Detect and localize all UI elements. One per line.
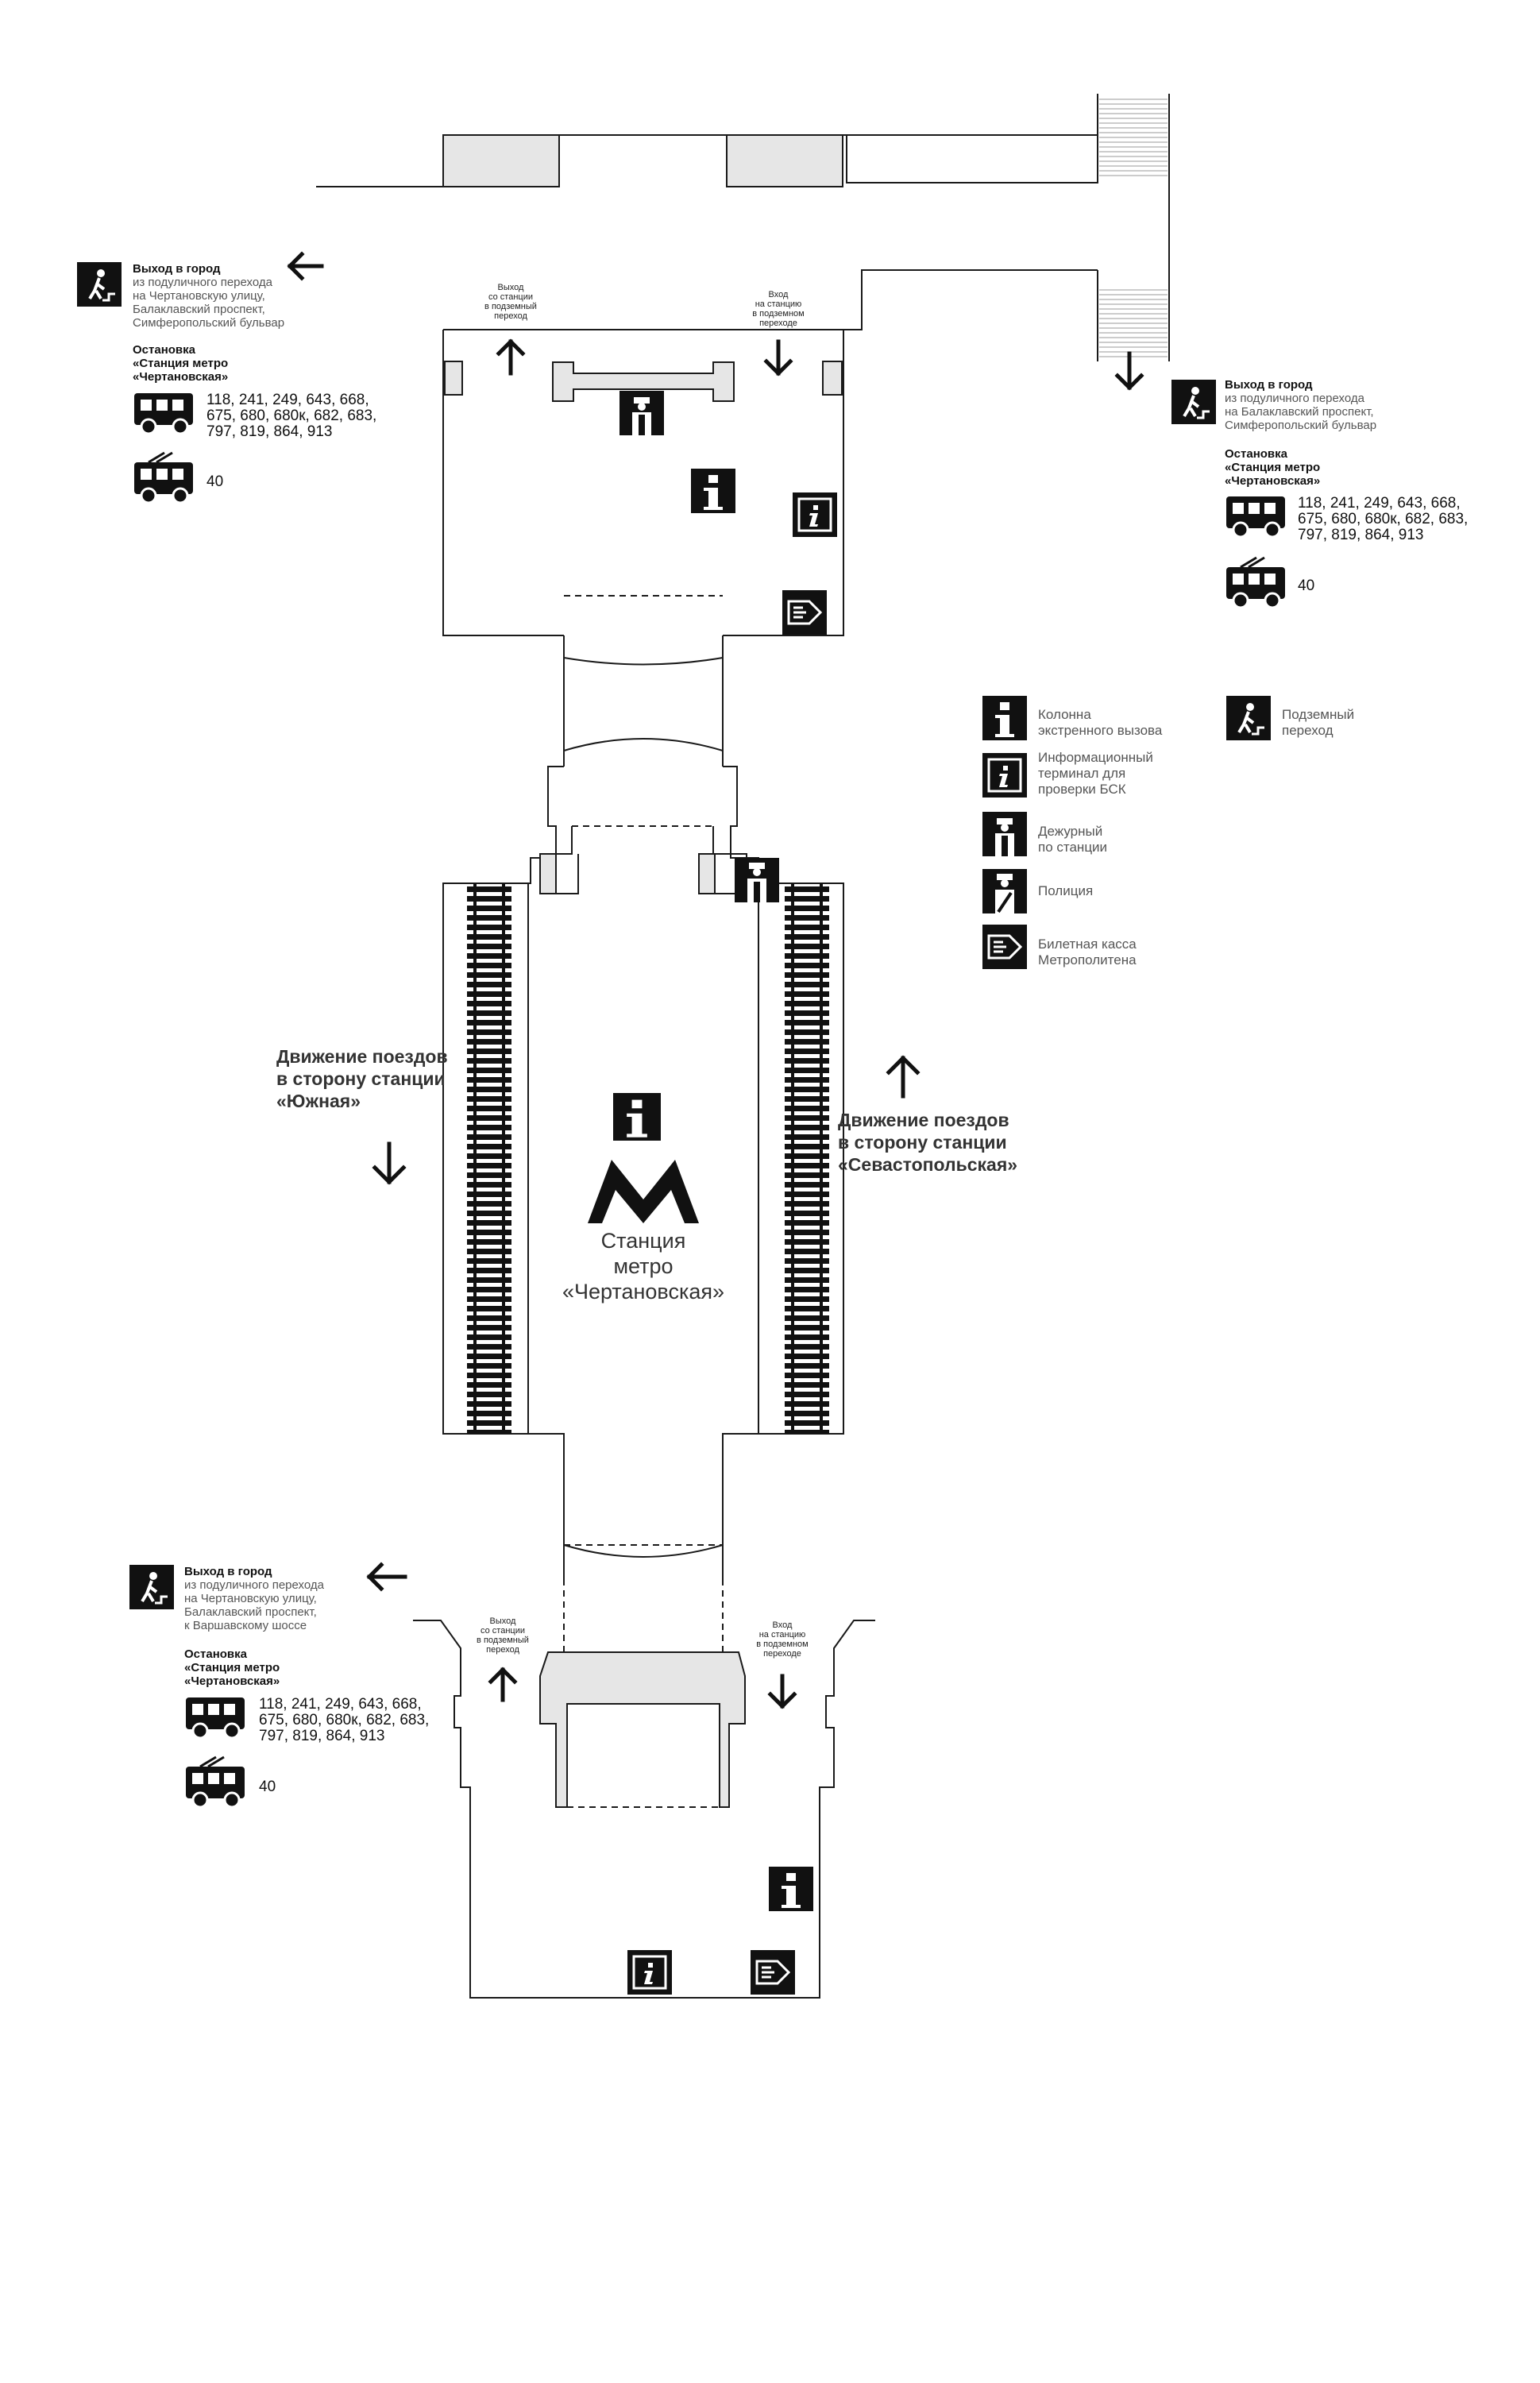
emergency-call-column-icon [982, 696, 1027, 740]
arrow-left-bottom [366, 1562, 407, 1592]
station-attendant-icon [982, 812, 1027, 856]
info-terminal-icon [793, 492, 837, 537]
bus-routes: 797, 819, 864, 913 [206, 423, 333, 440]
police-icon [982, 869, 1027, 913]
stop-title: «Станция метро [133, 357, 229, 370]
arrow-left-top [287, 251, 324, 281]
trolleybus-routes: 40 [259, 1779, 276, 1795]
stop-title: «Чертановская» [1225, 474, 1321, 488]
arrow-down-right-exit [1114, 351, 1144, 391]
bus-routes: 118, 241, 249, 643, 668, [259, 1696, 422, 1713]
trolleybus-routes: 40 [1298, 577, 1315, 594]
legend-label: Полиция [1038, 883, 1094, 898]
station-attendant-icon [619, 391, 664, 435]
bus-routes: 675, 680, 680к, 682, 683, [206, 407, 377, 424]
arrow-up-bottom-exit [488, 1667, 518, 1702]
emergency-call-column-icon [769, 1867, 813, 1911]
trolleybus-routes: 40 [206, 473, 224, 490]
bus-routes: 675, 680, 680к, 682, 683, [259, 1712, 430, 1728]
stop-title: «Станция метро [184, 1661, 280, 1674]
exit-desc: на Чертановскую улицу, [133, 289, 265, 303]
exit-desc: из подуличного перехода [133, 276, 272, 289]
info-terminal-icon [982, 753, 1027, 798]
track-left [467, 883, 511, 1434]
bus-routes: 797, 819, 864, 913 [259, 1728, 385, 1744]
bus-icon [186, 1697, 245, 1740]
exit-desc: из подуличного перехода [1225, 392, 1364, 405]
exit-desc: Симферопольский бульвар [133, 316, 285, 330]
arrow-up-platform-right [886, 1055, 921, 1099]
exit-desc: к Варшавскому шоссе [184, 1619, 307, 1632]
exit-desc: Балаклавский проспект, [133, 303, 265, 316]
stop-title: Остановка [184, 1647, 247, 1661]
underpass-icon [1171, 380, 1216, 424]
stop-title: «Чертановская» [184, 1674, 280, 1688]
exit-desc: на Чертановскую улицу, [184, 1592, 317, 1605]
trolleybus-icon [134, 451, 193, 504]
bus-routes: 675, 680, 680к, 682, 683, [1298, 511, 1469, 527]
trolleybus-icon [186, 1755, 245, 1809]
exit-title: Выход в город [1225, 378, 1313, 392]
ticket-office-icon [782, 590, 827, 635]
exit-desc: Симферопольский бульвар [1225, 419, 1377, 432]
underpass-icon [129, 1565, 174, 1609]
arrow-down-platform-left [372, 1141, 407, 1185]
underpass-icon [1226, 696, 1271, 740]
trolleybus-icon [1226, 556, 1285, 609]
ticket-office-icon [751, 1950, 795, 1995]
emergency-call-column-icon [613, 1093, 661, 1141]
exit-desc: из подуличного перехода [184, 1578, 324, 1592]
arrow-down-bottom-entry [767, 1674, 797, 1709]
stop-title: «Станция метро [1225, 461, 1321, 474]
track-right [785, 883, 829, 1434]
arrow-down-top-entry [763, 339, 793, 377]
metro-logo-icon [588, 1160, 699, 1223]
stop-title: Остановка [133, 343, 195, 357]
emergency-call-column-icon [691, 469, 735, 513]
arrow-up-top-exit [496, 338, 526, 376]
info-terminal-icon [627, 1950, 672, 1995]
ticket-office-icon [982, 925, 1027, 969]
stop-title: Остановка [1225, 447, 1287, 461]
police-icon [735, 858, 779, 902]
exit-desc: на Балаклавский проспект, [1225, 405, 1374, 419]
bus-icon [134, 393, 193, 435]
bus-routes: 118, 241, 249, 643, 668, [1298, 495, 1461, 512]
underpass-icon [77, 262, 122, 307]
stop-title: «Чертановская» [133, 370, 229, 384]
bus-routes: 797, 819, 864, 913 [1298, 527, 1424, 543]
exit-title: Выход в город [184, 1565, 272, 1578]
exit-title: Выход в город [133, 262, 221, 276]
bus-routes: 118, 241, 249, 643, 668, [206, 392, 369, 408]
bus-icon [1226, 496, 1285, 539]
exit-desc: Балаклавский проспект, [184, 1605, 317, 1619]
